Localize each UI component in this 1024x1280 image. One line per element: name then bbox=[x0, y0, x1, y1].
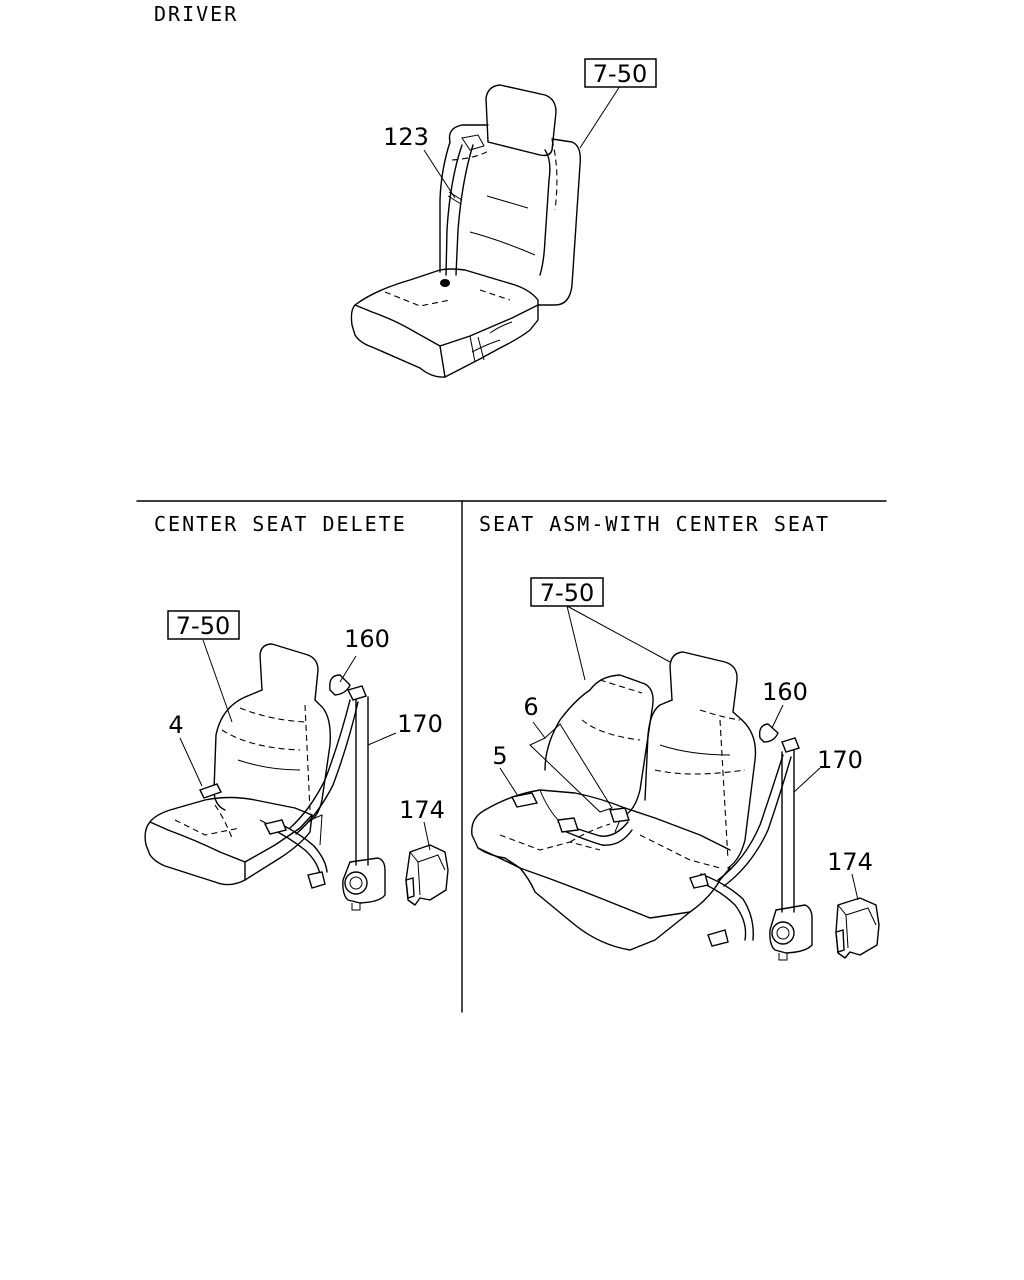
csd-buckle-leader bbox=[179, 737, 203, 787]
wcs-buckle-right-leader bbox=[529, 721, 613, 813]
wcs-cover-callout: 174 bbox=[827, 848, 873, 876]
csd-retractor-leader bbox=[367, 732, 397, 746]
csd-guide-callout: 160 bbox=[344, 625, 390, 653]
csd-retractor-callout: 170 bbox=[397, 710, 443, 738]
center-seat-delete-title: CENTER SEAT DELETE bbox=[154, 512, 407, 536]
driver-belt-leader bbox=[423, 149, 456, 199]
driver-ref-box bbox=[584, 58, 657, 88]
csd-cover-leader bbox=[423, 821, 431, 851]
driver-ref-callout: 7-50 bbox=[593, 60, 647, 88]
csd-cover-callout: 174 bbox=[399, 796, 445, 824]
driver-belt-callout: 123 bbox=[383, 123, 429, 151]
csd-ref-callout: 7-50 bbox=[176, 612, 230, 640]
driver-seat-illustration bbox=[350, 84, 582, 378]
center-seat-delete-illustration bbox=[144, 643, 449, 911]
wcs-ref-box bbox=[530, 577, 604, 607]
wcs-buckle-left-callout: 5 bbox=[492, 742, 507, 770]
csd-ref-box bbox=[167, 610, 240, 640]
driver-ref-leader bbox=[579, 85, 621, 149]
wcs-guide-callout: 160 bbox=[762, 678, 808, 706]
wcs-cover-leader bbox=[851, 873, 859, 901]
wcs-ref-callout: 7-50 bbox=[540, 579, 594, 607]
wcs-retractor-callout: 170 bbox=[817, 746, 863, 774]
with-center-seat-illustration bbox=[471, 651, 880, 961]
with-center-seat-title: SEAT ASM-WITH CENTER SEAT bbox=[479, 512, 830, 536]
wcs-retractor-leader bbox=[793, 767, 821, 793]
wcs-ref-leader bbox=[566, 605, 671, 681]
csd-guide-leader bbox=[339, 655, 357, 683]
wcs-buckle-right-callout: 6 bbox=[523, 693, 538, 721]
csd-ref-leader bbox=[202, 639, 233, 723]
wcs-guide-leader bbox=[771, 704, 784, 729]
driver-section-title: DRIVER bbox=[154, 2, 238, 26]
wcs-buckle-left-leader bbox=[499, 767, 519, 797]
csd-buckle-callout: 4 bbox=[168, 711, 183, 739]
